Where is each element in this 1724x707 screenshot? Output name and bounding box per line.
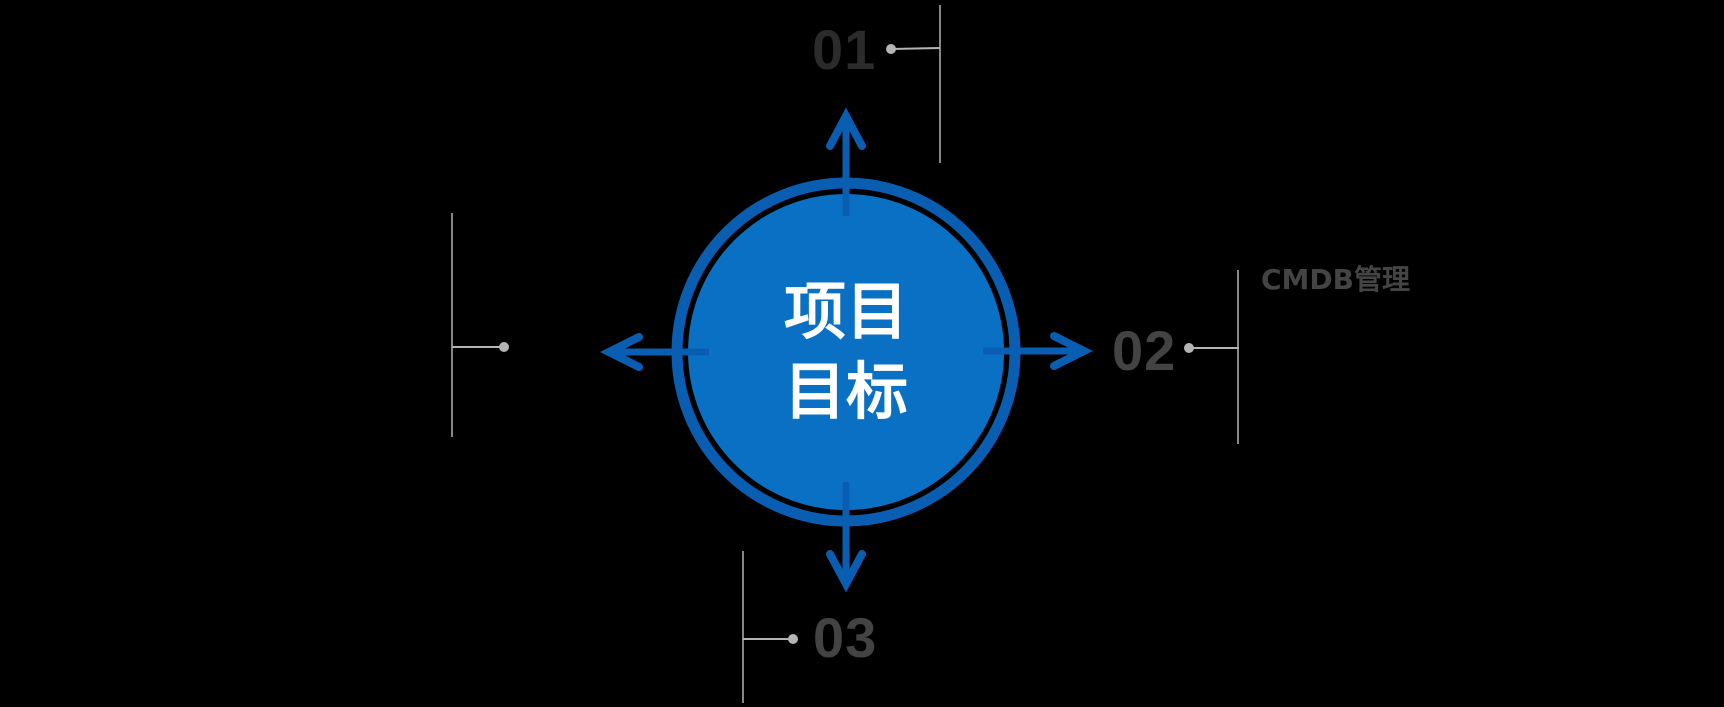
arrow-left-icon <box>600 333 709 371</box>
item-number-01: 01 <box>812 18 877 81</box>
arrow-right-icon <box>983 332 1093 370</box>
connector-03 <box>742 551 798 703</box>
center-circle <box>688 194 1004 510</box>
item-title-02: CMDB管理 <box>1261 263 1410 296</box>
connector-02 <box>1184 270 1239 444</box>
center-title-line1: 项目 <box>783 275 908 348</box>
item-number-02: 02 <box>1112 319 1177 382</box>
center-title-line2: 目标 <box>783 355 908 428</box>
arrow-down-icon <box>826 482 866 593</box>
connector-01 <box>886 5 941 163</box>
center-title: 项目 目标 <box>746 272 946 432</box>
item-number-04: 04 <box>330 319 395 382</box>
arrow-up-icon <box>826 107 866 216</box>
connector-04 <box>451 213 509 437</box>
item-number-03: 03 <box>813 606 878 669</box>
